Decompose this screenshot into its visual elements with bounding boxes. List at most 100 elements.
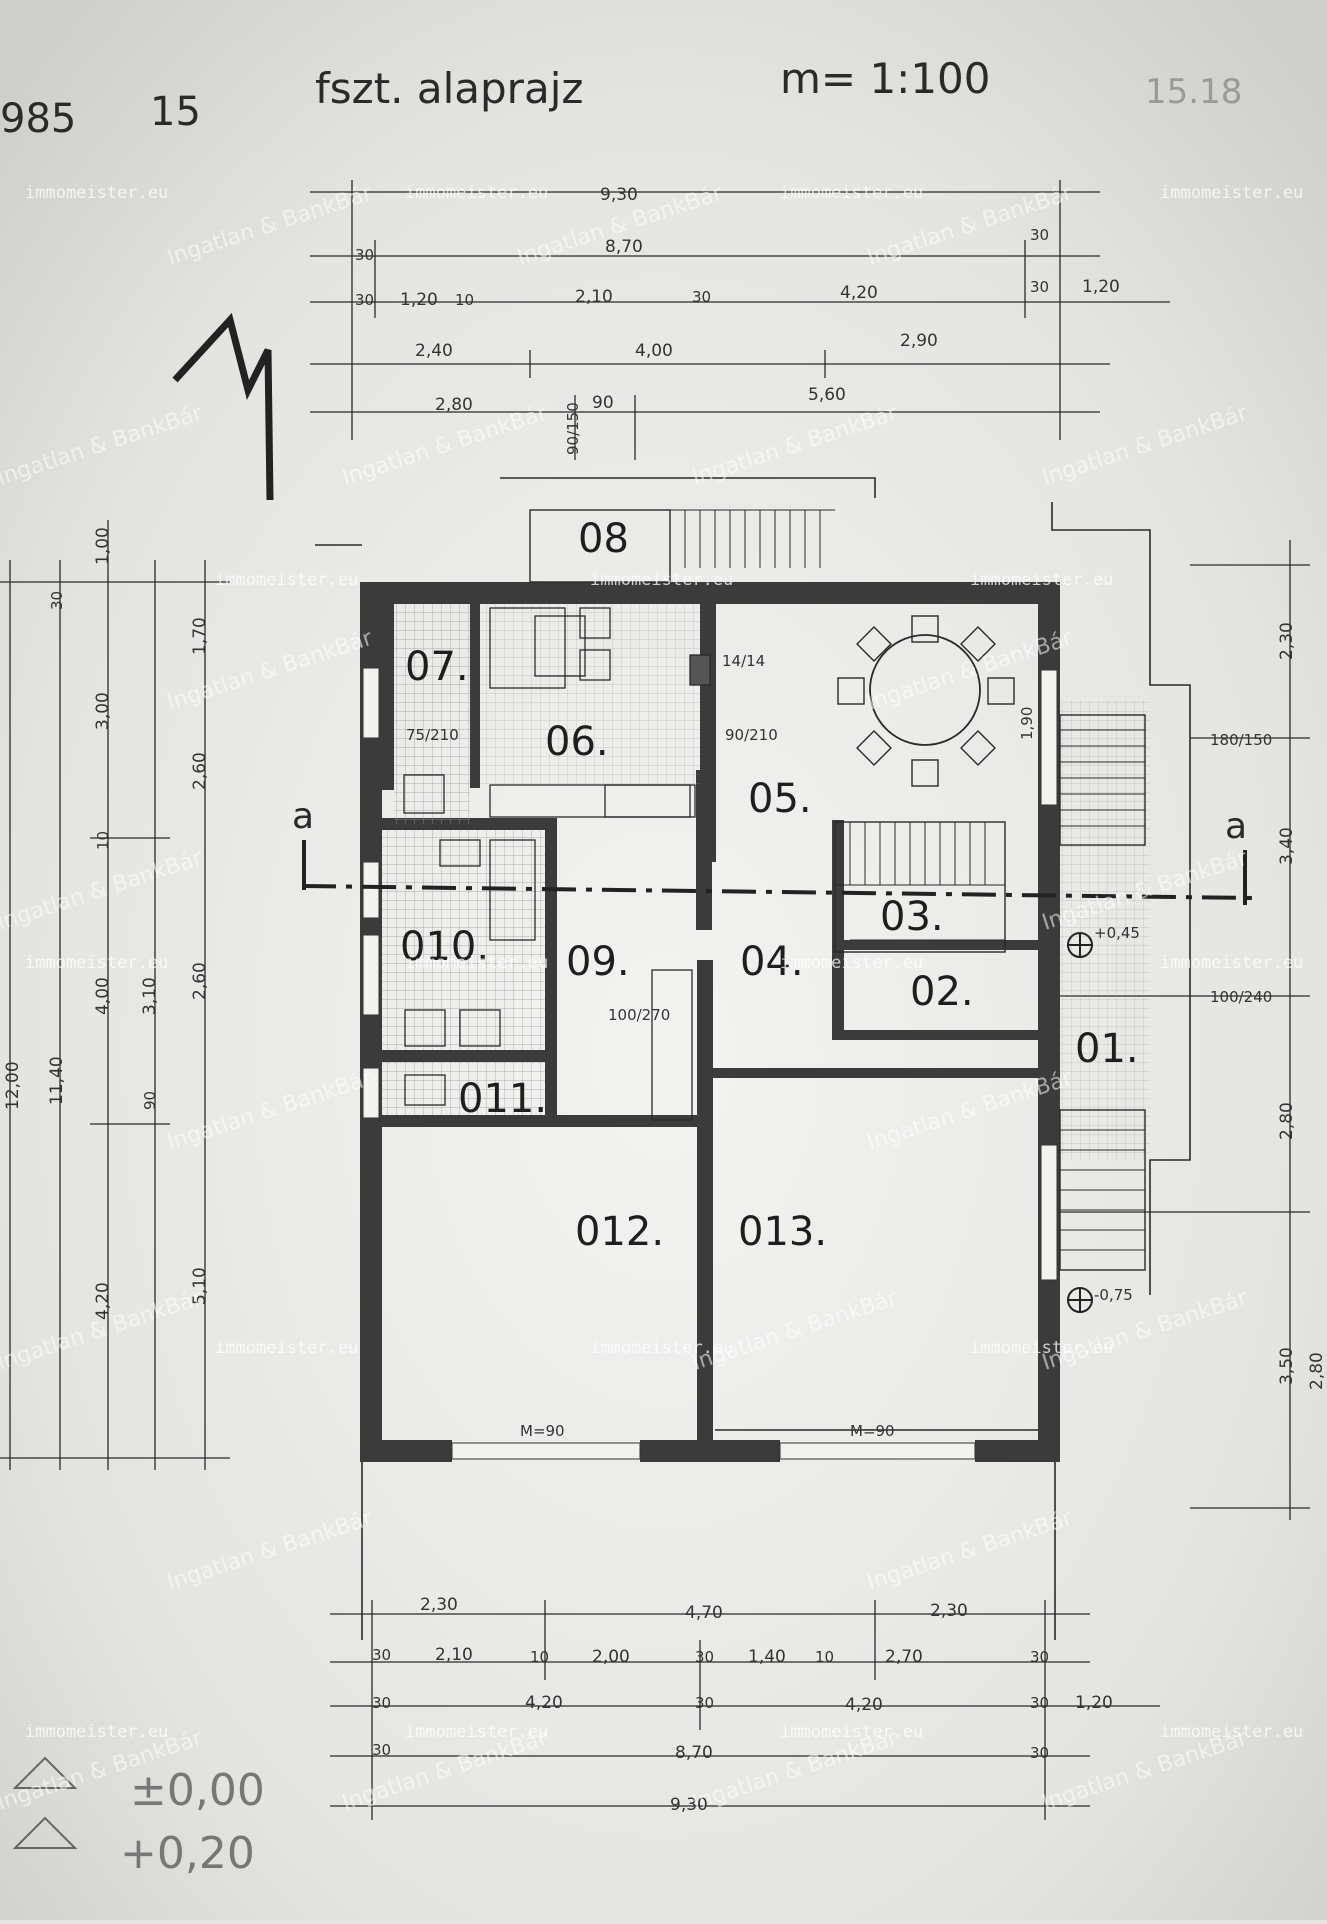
room-label-05: 05.: [748, 776, 812, 822]
room-label-013: 013.: [738, 1209, 827, 1255]
watermark-site: immomeister.eu: [970, 1338, 1113, 1358]
right-dimension-labels: 2,30 3,40 2,80 3,50 2,80: [1277, 622, 1327, 1390]
opening-label: M=90: [520, 1422, 565, 1440]
opening-label: 75/210: [406, 726, 459, 744]
dim-label: 4,20: [840, 283, 878, 303]
dim-label: 8,70: [605, 237, 643, 257]
dim-label: 1,70: [190, 617, 210, 655]
dim-label: 2,60: [190, 962, 210, 1000]
dim-label: 4,70: [685, 1603, 723, 1623]
dim-label: 30: [1030, 278, 1049, 296]
dining-table: [837, 615, 1015, 787]
room-label-02: 02.: [910, 969, 974, 1015]
dim-label: 30: [1030, 1648, 1049, 1666]
room-label-04: 04.: [740, 939, 804, 985]
section-mark-right: a: [1225, 806, 1247, 847]
watermark-site: immomeister.eu: [215, 1338, 358, 1358]
watermark-site: immomeister.eu: [25, 953, 168, 973]
room-label-010: 010.: [400, 924, 489, 970]
level-notes: [12, 1756, 78, 1849]
dim-label: 30: [1030, 226, 1049, 244]
opening-label: 90/210: [725, 726, 778, 744]
dim-label: 4,20: [93, 1282, 113, 1320]
level-note-floor: +0,20: [120, 1828, 255, 1879]
dim-label: 1,20: [1082, 277, 1120, 297]
level-markers: [1067, 932, 1093, 1313]
margin-note-right: 15: [150, 89, 201, 135]
plan-scale: m= 1:100: [780, 54, 991, 103]
watermark-site: immomeister.eu: [215, 570, 358, 590]
dim-label: 10: [530, 1648, 549, 1666]
dim-label: 10: [94, 831, 112, 850]
dim-label: 30: [355, 291, 374, 309]
watermark-site: immomeister.eu: [405, 1722, 548, 1742]
plan-title: fszt. alaprajz: [315, 64, 583, 113]
room-label-01: 01.: [1075, 1026, 1139, 1072]
dim-label: 2,30: [1277, 622, 1297, 660]
dim-label: 2,30: [930, 1601, 968, 1621]
opening-label: 90/150: [564, 402, 582, 455]
dim-label: 11,40: [47, 1056, 67, 1105]
dim-label: 12,00: [3, 1061, 23, 1110]
bottom-dimension-lines: [330, 1600, 1160, 1820]
opening-label: 1,90: [1018, 707, 1036, 740]
dim-label: 3,10: [140, 977, 160, 1015]
watermark-site: immomeister.eu: [780, 953, 923, 973]
stair-08: [529, 509, 835, 583]
dim-label: 2,80: [1277, 1102, 1297, 1140]
dim-label: 30: [48, 591, 66, 610]
opening-label: 180/150: [1210, 731, 1272, 749]
watermark-site: immomeister.eu: [590, 1338, 733, 1358]
dim-label: 4,20: [845, 1695, 883, 1715]
dim-label: 30: [695, 1694, 714, 1712]
dim-label: 1,20: [1075, 1693, 1113, 1713]
opening-label: 14/14: [722, 652, 765, 670]
level-label-lower: -0,75: [1094, 1286, 1133, 1304]
opening-label: M=90: [850, 1422, 895, 1440]
opening-label: 100/240: [1210, 988, 1272, 1006]
dim-label: 3,40: [1277, 827, 1297, 865]
dim-label: 2,30: [420, 1595, 458, 1615]
opening-label: 100/270: [608, 1006, 670, 1024]
watermark-site: immomeister.eu: [780, 183, 923, 203]
handwritten-mark: [172, 312, 274, 501]
dim-label: 30: [1030, 1694, 1049, 1712]
dim-label: 1,00: [93, 527, 113, 565]
room-label-012: 012.: [575, 1209, 664, 1255]
dim-label: 30: [692, 288, 711, 306]
dim-label: 2,70: [885, 1647, 923, 1667]
room-label-03: 03.: [880, 894, 944, 940]
dim-label: 2,80: [1307, 1352, 1327, 1390]
dim-label: 30: [372, 1694, 391, 1712]
stair-03: [834, 821, 1006, 953]
room-label-09: 09.: [566, 939, 630, 985]
dim-label: 9,30: [670, 1795, 708, 1815]
section-mark-left: a: [292, 796, 314, 837]
room-labels: 01. 02. 03. 04. 05. 06. 07. 08 09. 010. …: [400, 516, 1139, 1255]
dim-label: 3,50: [1277, 1347, 1297, 1385]
dim-label: 10: [455, 291, 474, 309]
watermark-site: immomeister.eu: [1160, 953, 1303, 973]
dim-label: 30: [372, 1741, 391, 1759]
dim-label: 2,60: [190, 752, 210, 790]
watermark-site: immomeister.eu: [405, 953, 548, 973]
dim-label: 9,30: [600, 185, 638, 205]
margin-note-left: 985: [0, 96, 76, 142]
room-label-06: 06.: [545, 719, 609, 765]
watermark-site: immomeister.eu: [970, 570, 1113, 590]
dim-label: 30: [372, 1646, 391, 1664]
top-dimension-lines: [310, 180, 1170, 460]
dim-label: 30: [1030, 1744, 1049, 1762]
left-dimension-lines: [0, 520, 230, 1470]
dim-label: 4,20: [525, 1693, 563, 1713]
dim-label: 3,00: [93, 692, 113, 730]
watermark-site: immomeister.eu: [1160, 1722, 1303, 1742]
bottom-dimension-labels: 2,30 4,70 2,30 30 2,10 10 2,00 30 1,40 1…: [372, 1595, 1113, 1815]
watermark-site: immomeister.eu: [1160, 183, 1303, 203]
room-label-08: 08: [578, 516, 629, 562]
dim-label: 30: [695, 1648, 714, 1666]
dim-label: 90: [141, 1091, 159, 1110]
section-line: [301, 840, 1256, 905]
